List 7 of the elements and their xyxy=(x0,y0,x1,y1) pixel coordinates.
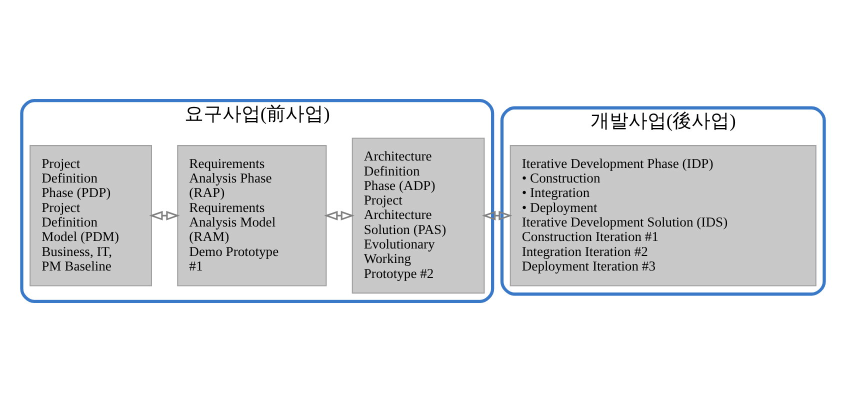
node-box: Requirements Analysis Phase (RAP) Requirements Analysis Model (RAM) Demo Prototype #1 xyxy=(177,144,327,286)
node-box: Iterative Development Phase (IDP) • Construction • Integration • Deployment Iterative Development Solution (IDS) Construction Iteration #1 Integration Iteration #2 Deployment Iteration #3 xyxy=(510,144,816,286)
arrow xyxy=(149,210,180,220)
node-box: Project Definition Phase (PDP) Project Definition Model (PDM) Business, IT, PM Baseline xyxy=(30,144,152,286)
arrow xyxy=(324,210,354,220)
arrow xyxy=(482,210,512,220)
node-box: Architecture Definition Phase (ADP) Project Architecture Solution (PAS) Evolutionary Working Prototype #2 xyxy=(352,137,485,294)
